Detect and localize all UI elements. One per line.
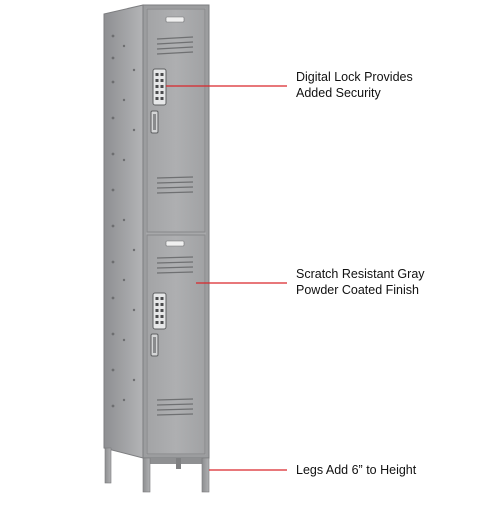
locker-side-panel <box>103 4 144 459</box>
callout-line: Legs Add 6” to Height <box>296 463 417 477</box>
number-plate <box>165 16 185 23</box>
lower-door <box>146 234 206 455</box>
callout-leader-lines <box>166 85 287 471</box>
lower-handle <box>150 333 159 357</box>
lower-vents <box>156 256 194 416</box>
callout-finish: Scratch Resistant Gray Powder Coated Fin… <box>296 266 425 298</box>
upper-handle <box>150 110 159 134</box>
locker-legs <box>104 447 210 493</box>
side-holes <box>111 34 136 408</box>
number-plate <box>165 240 185 247</box>
callout-line: Added Security <box>296 86 381 100</box>
callout-digital-lock: Digital Lock Provides Added Security <box>296 69 413 101</box>
upper-digital-lock <box>152 68 167 106</box>
callout-legs: Legs Add 6” to Height <box>296 462 416 478</box>
upper-door <box>146 8 206 233</box>
upper-vents <box>156 36 194 194</box>
callout-line: Powder Coated Finish <box>296 283 419 297</box>
callout-line: Scratch Resistant Gray <box>296 267 425 281</box>
lower-digital-lock <box>152 292 167 330</box>
callout-line: Digital Lock Provides <box>296 70 413 84</box>
